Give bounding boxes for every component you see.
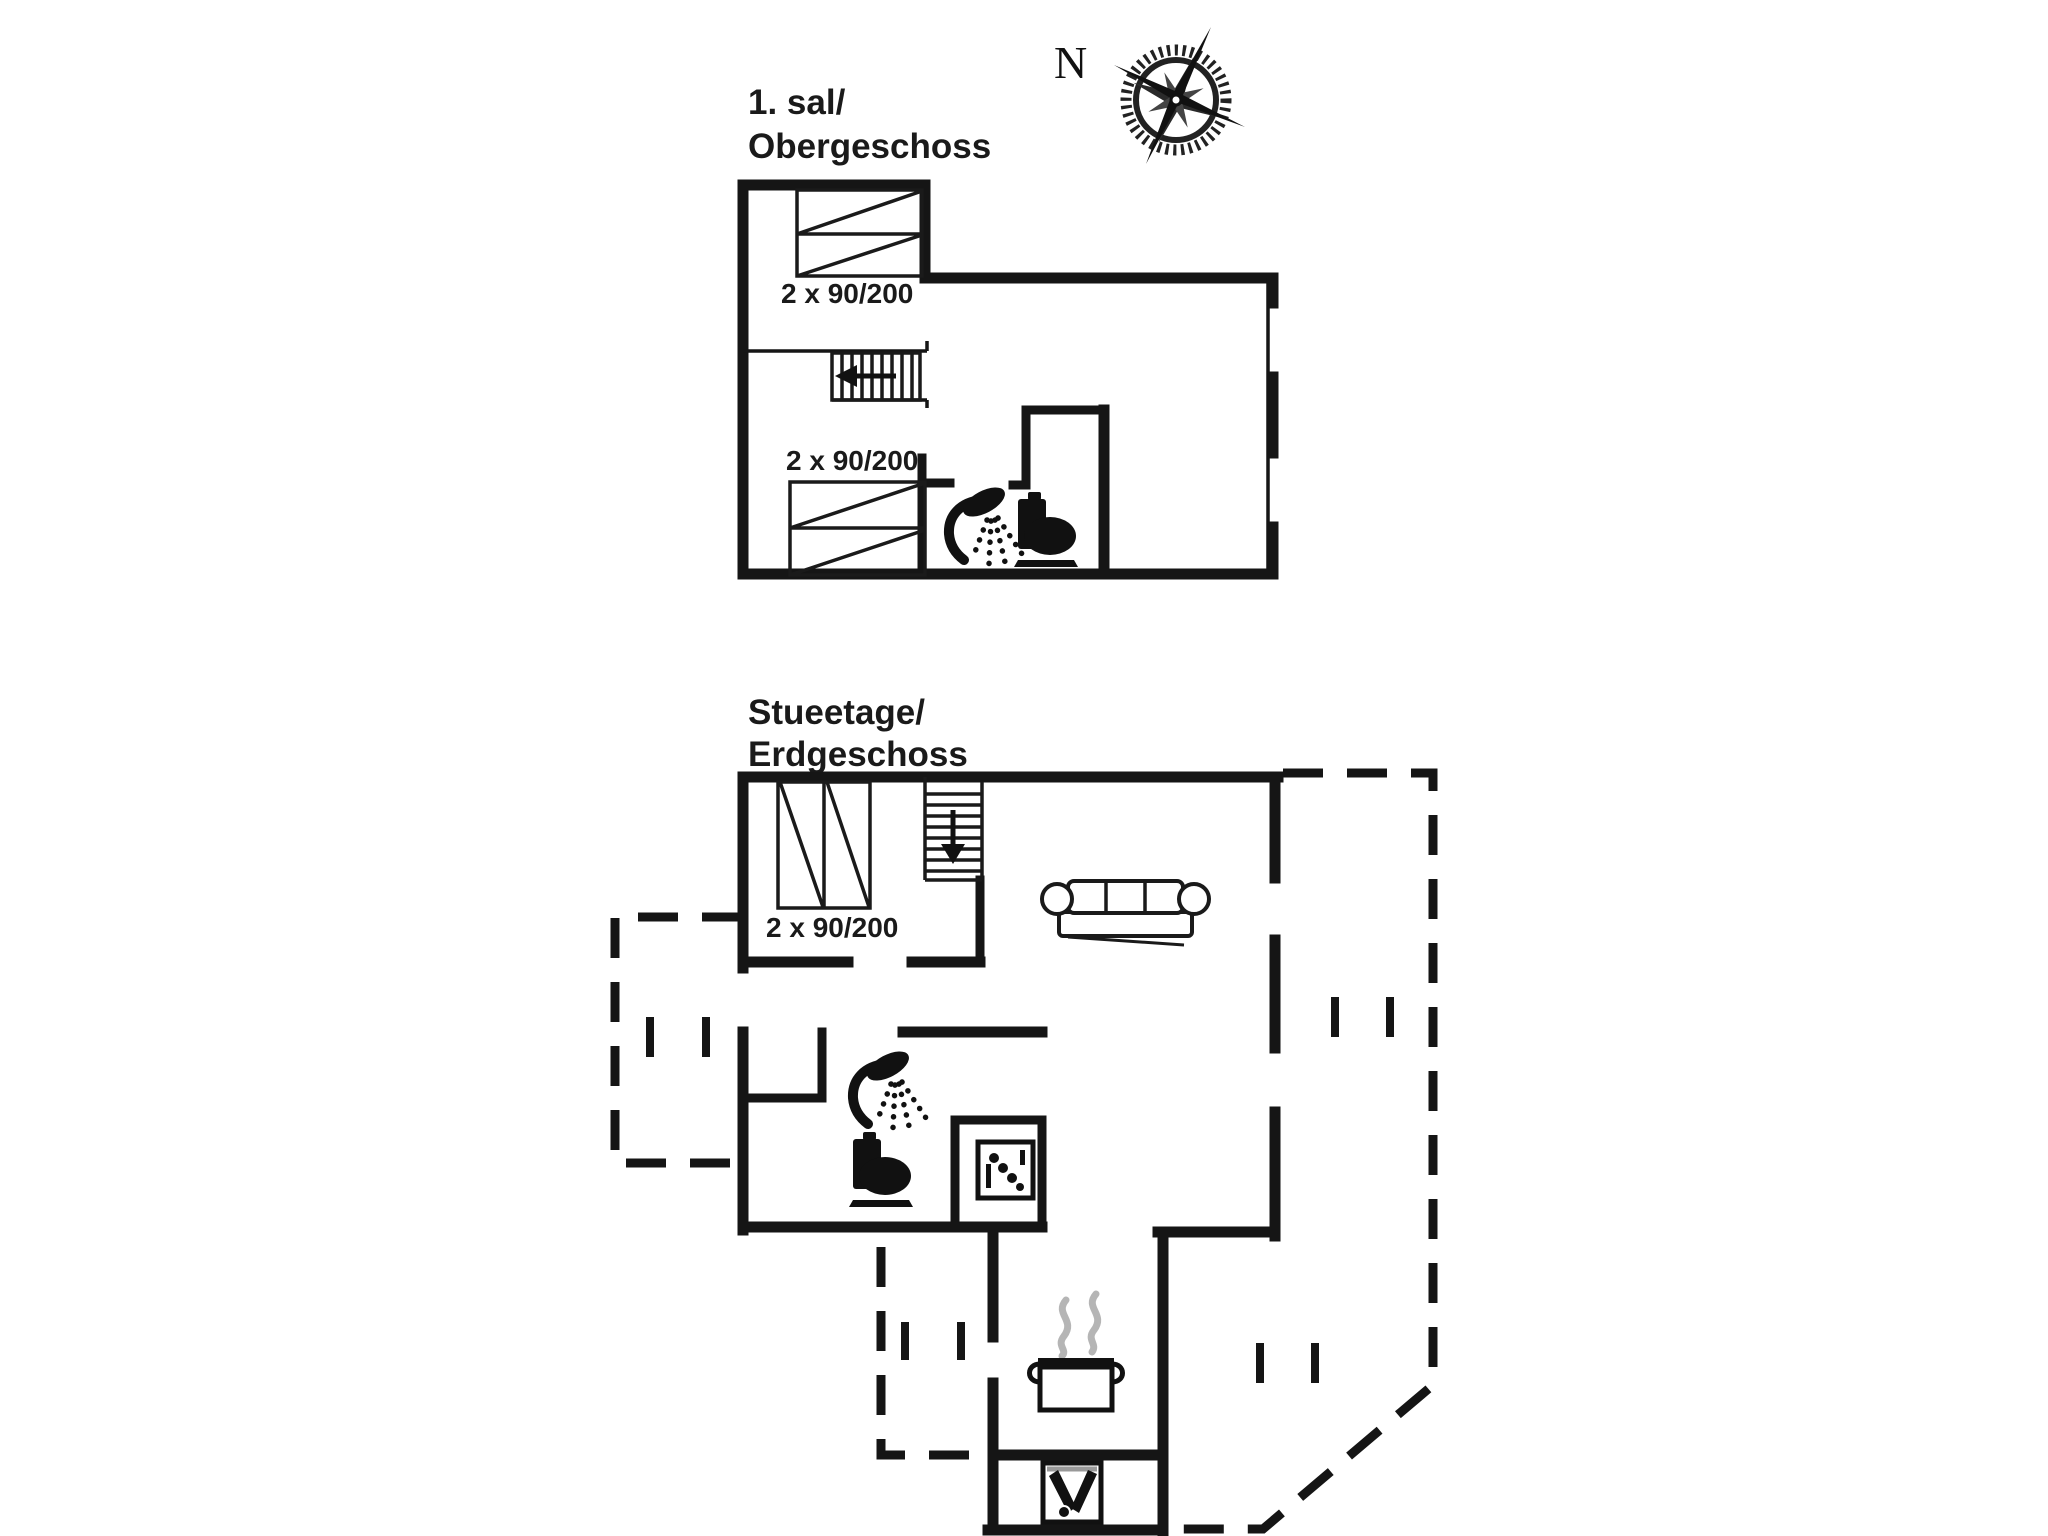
upper-exterior-walls [737,179,1279,580]
bed-symbol [776,780,872,910]
bed-size-label: 2 x 90/200 [781,278,913,309]
stairs-up-icon [830,351,922,402]
upper-floor-title-line2: Obergeschoss [748,127,991,166]
upper-floor-plan: 1. sal/ Obergeschoss 2 x 90/200 2 x 90/2… [737,83,1279,580]
bed-symbol [788,480,927,577]
ground-floor-title-line2: Erdgeschoss [748,735,968,774]
upper-floor-title-line1: 1. sal/ [748,83,846,122]
compass-rose-icon [1114,27,1245,164]
toilet-icon [849,1132,913,1207]
ground-floor-title-line1: Stueetage/ [748,693,925,732]
bed-size-label: 2 x 90/200 [766,912,898,943]
shower-icon [853,1045,926,1128]
north-label: N [1054,37,1087,88]
ground-floor-plan: Stueetage/ Erdgeschoss [610,693,1438,1536]
toilet-icon [1014,492,1078,567]
ground-interior-walls [737,875,1163,1461]
roof-overhang-dashes [646,997,1394,1383]
ground-exterior-walls [737,771,1284,1536]
sofa-icon [1040,879,1211,947]
bed-symbol [795,188,924,278]
terrace-outline-dashed [610,768,1438,1534]
shower-icon [949,481,1022,564]
cooking-pot-icon [1027,1290,1125,1413]
washing-machine-icon [975,1139,1036,1201]
wood-stove-icon [1040,1460,1104,1525]
stairs-down-icon [923,777,984,882]
bed-size-label: 2 x 90/200 [786,445,918,476]
